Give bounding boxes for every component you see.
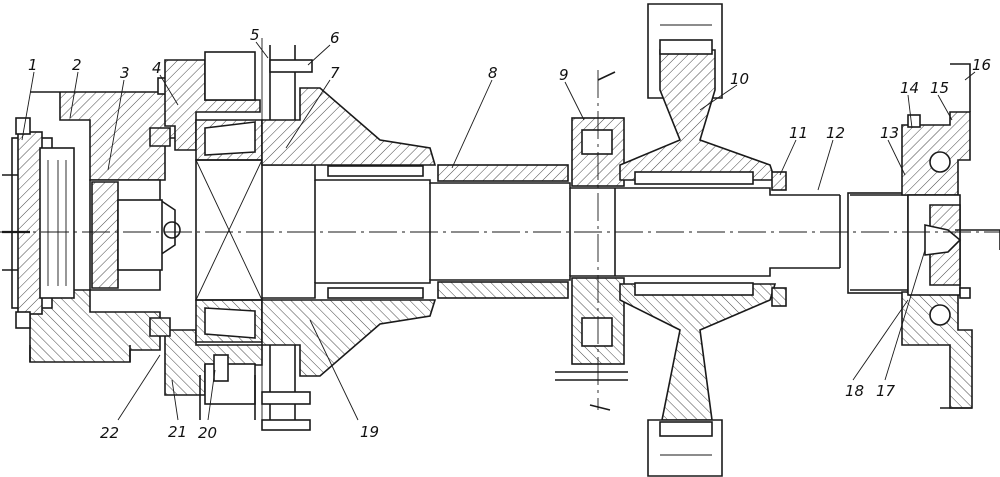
hub-left xyxy=(261,38,437,431)
leader-lines xyxy=(21,41,976,421)
part-labels: 1 2 3 4 5 6 7 8 9 10 11 12 13 14 15 16 1… xyxy=(28,26,991,442)
label-18: 18 xyxy=(845,382,864,400)
label-2: 2 xyxy=(72,56,82,74)
label-17: 17 xyxy=(876,382,896,400)
label-20: 20 xyxy=(198,424,217,442)
label-12: 12 xyxy=(826,124,845,142)
label-4: 4 xyxy=(152,59,162,77)
large-wheel xyxy=(619,3,777,477)
label-5: 5 xyxy=(250,26,260,44)
label-7: 7 xyxy=(330,64,340,82)
label-21: 21 xyxy=(168,423,187,441)
label-19: 19 xyxy=(360,423,379,441)
label-6: 6 xyxy=(330,29,340,47)
label-10: 10 xyxy=(730,70,749,88)
label-11: 11 xyxy=(789,124,808,142)
label-3: 3 xyxy=(120,64,130,82)
label-15: 15 xyxy=(930,79,949,97)
label-16: 16 xyxy=(972,56,991,74)
label-14: 14 xyxy=(900,79,919,97)
label-13: 13 xyxy=(880,124,899,142)
bearing-housing xyxy=(149,51,263,420)
right-end-housing xyxy=(901,63,1000,409)
lock-nut xyxy=(771,171,787,307)
label-8: 8 xyxy=(488,64,498,82)
main-shaft xyxy=(261,164,909,299)
label-9: 9 xyxy=(559,66,569,84)
label-22: 22 xyxy=(100,424,119,442)
sleeve xyxy=(437,164,569,299)
label-1: 1 xyxy=(28,56,38,74)
left-end-housing xyxy=(2,77,191,363)
gear-small xyxy=(555,70,628,411)
